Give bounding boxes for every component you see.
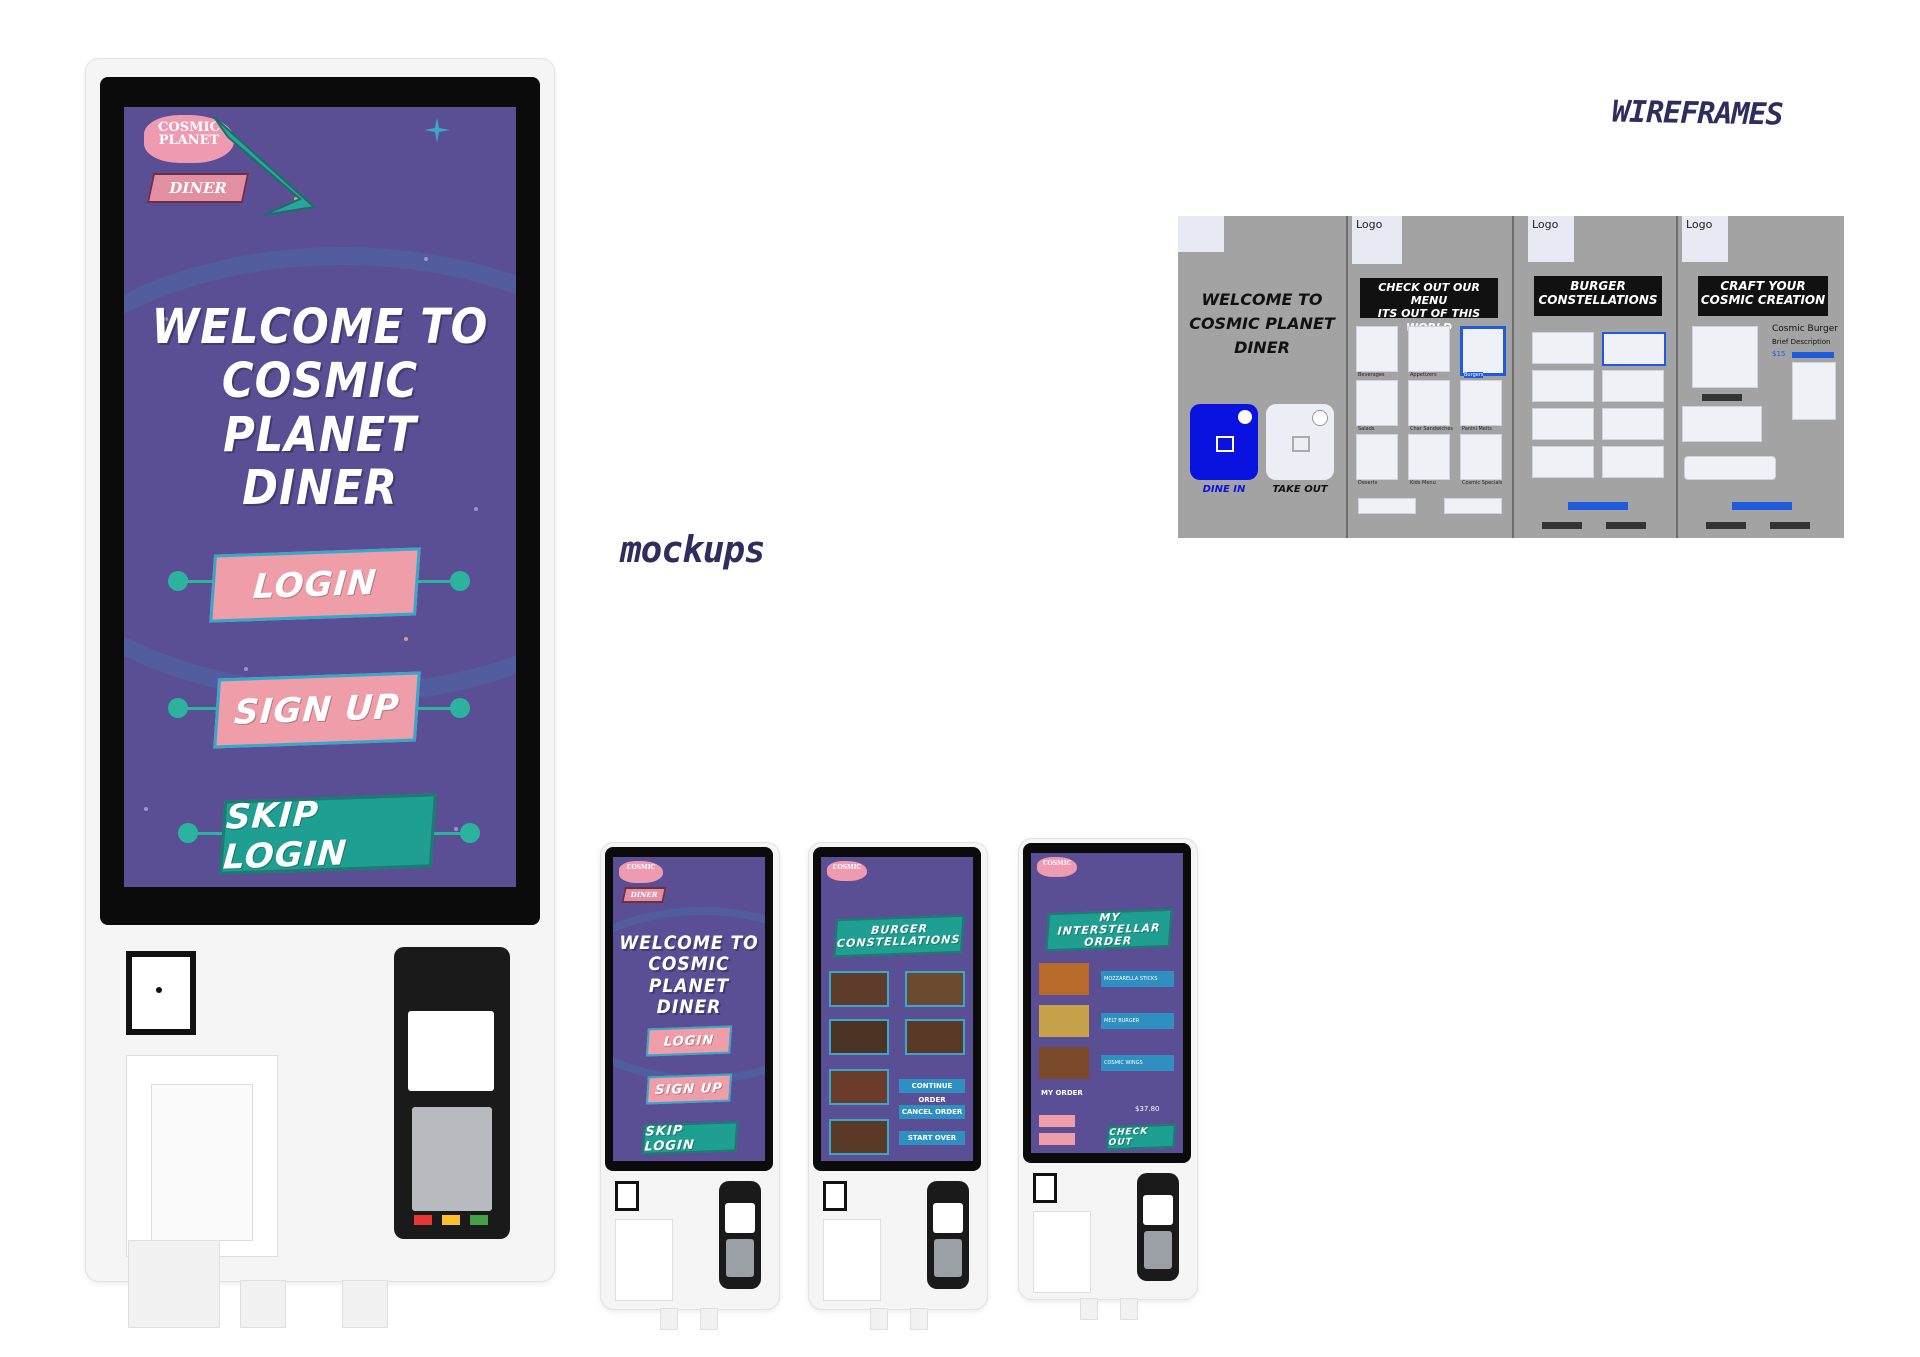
mockup-order-header: MY INTERSTELLAR ORDER [1045, 908, 1173, 952]
wf-burger-header-line1: BURGER [1570, 279, 1626, 293]
wf-menu-header-line1: CHECK OUT OUR MENU [1378, 281, 1480, 308]
menu-item-card[interactable] [829, 971, 889, 1007]
welcome-title-line3: DINER [242, 460, 398, 517]
menu-item-card[interactable] [905, 971, 965, 1007]
wf-take-out-label: TAKE OUT [1272, 484, 1328, 495]
wf-welcome-title: WELCOME TO COSMIC PLANET DINER [1178, 288, 1346, 360]
wf-welcome-line3: DINER [1234, 338, 1290, 357]
logo-line1: COSMIC [1042, 860, 1072, 867]
wf-category[interactable]: Panini Melts [1462, 426, 1492, 432]
wf-craft-header-line2: COSMIC CREATION [1700, 293, 1826, 308]
mockup-title-line2: COSMIC PLANET [648, 953, 730, 997]
menu-item-card[interactable] [829, 1069, 889, 1105]
menu-item-card[interactable] [829, 1019, 889, 1055]
wf-take-out-card[interactable] [1266, 404, 1334, 480]
order-action-badge[interactable] [1039, 1133, 1075, 1145]
order-item[interactable]: MELT BURGER [1101, 1013, 1174, 1029]
wf-dine-in-label: DINE IN [1202, 484, 1246, 495]
logo-line1: COSMIC [158, 120, 220, 135]
wireframe-burgers: Logo BURGER CONSTELLATIONS [1514, 216, 1679, 538]
logo-line1: COSMIC [626, 864, 656, 871]
wf-welcome-line1: WELCOME TO [1201, 290, 1323, 309]
logo-chevron [213, 116, 317, 216]
welcome-screen: COSMIC PLANET DINER WELCOME TO COSMIC PL… [124, 107, 516, 887]
wf-product-name: Cosmic Burger [1772, 324, 1838, 334]
continue-order-button[interactable]: CONTINUE ORDER [899, 1079, 965, 1104]
order-header-text: MY INTERSTELLAR ORDER [1057, 910, 1162, 949]
wf-category[interactable]: Appetizers [1410, 372, 1437, 378]
kiosk-mockup-welcome: COSMIC DINER WELCOME TO COSMIC PLANET DI… [600, 842, 780, 1310]
wf-category[interactable]: Deserts [1358, 480, 1378, 486]
wireframe-menu: Logo CHECK OUT OUR MENU ITS OUT OF THIS … [1348, 216, 1515, 538]
order-total: $37.80 [1135, 1105, 1160, 1113]
mockup-menu-header: BURGER CONSTELLATIONS [833, 914, 965, 958]
kiosk-mockup-order: COSMIC MY INTERSTELLAR ORDER MOZZARELLA … [1018, 838, 1198, 1300]
wireframes-strip: WELCOME TO COSMIC PLANET DINER DINE IN T… [1178, 216, 1844, 538]
wf-dine-in-card[interactable] [1190, 404, 1258, 480]
wireframe-welcome: WELCOME TO COSMIC PLANET DINER DINE IN T… [1178, 216, 1349, 538]
wf-burger-header: BURGER CONSTELLATIONS [1534, 276, 1662, 316]
wf-continue-button[interactable] [1732, 502, 1792, 510]
sign-up-button[interactable]: SIGN UP [213, 671, 421, 749]
logo-line2: PLANET [158, 133, 220, 148]
mockup-welcome-screen: COSMIC DINER WELCOME TO COSMIC PLANET DI… [613, 857, 765, 1161]
skip-login-button[interactable]: SKIP LOGIN [219, 793, 437, 878]
kiosk-leg [342, 1280, 388, 1328]
wf-craft-header-line1: CRAFT YOUR [1720, 279, 1806, 293]
wf-logo: Logo [1528, 216, 1574, 262]
mockup-skip-login-button[interactable]: SKIP LOGIN [641, 1121, 739, 1155]
login-button[interactable]: LOGIN [209, 547, 421, 623]
wf-welcome-line2: COSMIC PLANET [1189, 314, 1335, 333]
start-over-button[interactable]: START OVER [899, 1131, 965, 1145]
logo-line3: DINER [629, 890, 659, 899]
mockup-signup-button[interactable]: SIGN UP [645, 1073, 733, 1105]
mockups-label: mockups [620, 530, 766, 571]
wf-category[interactable]: Salads [1358, 426, 1375, 432]
menu-item-card[interactable] [905, 1019, 965, 1055]
mockup-login-button[interactable]: LOGIN [645, 1025, 733, 1057]
sparkle-icon [424, 117, 450, 143]
wf-category[interactable]: Kids Menu [1410, 480, 1436, 486]
menu-item-card[interactable] [829, 1119, 889, 1155]
kiosk-leg [240, 1280, 286, 1328]
mockup-order-screen: COSMIC MY INTERSTELLAR ORDER MOZZARELLA … [1031, 853, 1183, 1153]
wf-category[interactable]: Beverages [1358, 372, 1385, 378]
kiosk-large: COSMIC PLANET DINER WELCOME TO COSMIC PL… [85, 58, 555, 1282]
wireframes-label: WIREFRAMES [1611, 94, 1783, 133]
order-item[interactable]: MOZZARELLA STICKS [1101, 971, 1174, 987]
wf-continue-button[interactable] [1568, 502, 1628, 510]
camera-scanner [126, 951, 196, 1035]
order-action-badge[interactable] [1039, 1115, 1075, 1127]
my-order-label: MY ORDER [1041, 1089, 1083, 1097]
kiosk-mockup-menu: COSMIC BURGER CONSTELLATIONS CONTINUE OR… [808, 842, 988, 1310]
wf-category[interactable]: Cosmic Specials [1462, 480, 1503, 486]
order-item[interactable]: COSMIC WINGS [1101, 1055, 1174, 1071]
logo-line1: COSMIC [832, 864, 862, 871]
wf-product-price: $15 [1772, 350, 1786, 358]
wf-logo: Logo [1352, 216, 1402, 264]
cancel-order-button[interactable]: CANCEL ORDER [899, 1105, 965, 1119]
mockup-menu-screen: COSMIC BURGER CONSTELLATIONS CONTINUE OR… [821, 857, 973, 1161]
image-placeholder-icon [1216, 436, 1234, 452]
wf-category[interactable]: Char Sandwiches [1410, 426, 1454, 432]
card-reader[interactable] [394, 947, 510, 1239]
mockup-title-line1: WELCOME TO [619, 932, 759, 954]
wf-burger-header-line2: CONSTELLATIONS [1538, 293, 1658, 308]
welcome-title-line2: COSMIC PLANET [221, 352, 419, 463]
welcome-title-line1: WELCOME TO [151, 299, 489, 355]
wf-product-desc: Brief Description [1772, 338, 1831, 346]
wf-logo: Logo [1682, 216, 1728, 262]
mockup-title-line3: DINER [656, 995, 722, 1018]
kiosk-leg [128, 1240, 220, 1328]
image-placeholder-icon [1292, 436, 1310, 452]
welcome-title: WELCOME TO COSMIC PLANET DINER [124, 299, 516, 517]
wf-menu-header: CHECK OUT OUR MENU ITS OUT OF THIS WORLD [1360, 278, 1498, 334]
receipt-printer [126, 1055, 278, 1257]
wf-category[interactable]: Burgers [1464, 372, 1484, 378]
checkout-button[interactable]: CHECK OUT [1106, 1123, 1176, 1151]
menu-header-text: BURGER CONSTELLATIONS [836, 921, 961, 951]
wf-product-image [1692, 326, 1758, 388]
wireframe-craft: Logo CRAFT YOUR COSMIC CREATION Cosmic B… [1678, 216, 1844, 538]
wf-craft-header: CRAFT YOUR COSMIC CREATION [1698, 276, 1828, 316]
